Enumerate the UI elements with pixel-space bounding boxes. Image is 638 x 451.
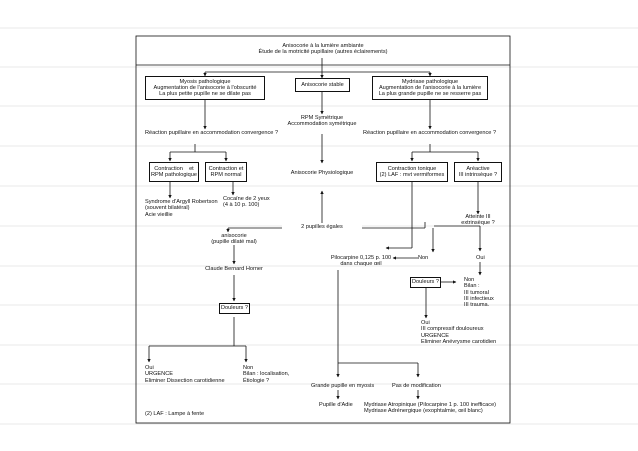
box-line: Contraction et	[154, 165, 194, 172]
label-line: Acie vieillie	[145, 211, 173, 218]
areactive-box: Aréactive III intrinsèque ?	[454, 162, 502, 182]
header-line-1: Anisocorie à la lumière ambiante	[282, 43, 364, 49]
label-line: III compressif douloureux	[421, 326, 484, 333]
argyll-label: Syndrome d'Argyll Robertson (souvent bil…	[145, 199, 218, 218]
label-line: URGENCE	[145, 371, 173, 378]
label-line: dans chaque œil	[340, 261, 382, 268]
box-line: Mydriase pathologique	[401, 78, 459, 85]
box-line: Aréactive	[466, 165, 490, 172]
box-line: Anisocorie stable	[301, 81, 344, 88]
pupille-adie-label: Pupille d'Adie	[319, 402, 353, 408]
douleurs-right-box: Douleurs ?	[410, 277, 441, 288]
non-mid-label: Non	[418, 255, 429, 261]
box-line: RPM pathologique	[150, 172, 198, 178]
frame	[135, 35, 511, 424]
label-line: Cocaïne de 2 yeux	[223, 196, 270, 202]
non-left-label: Non Bilan : localisation, Étiologie ?	[243, 365, 289, 384]
box-line: Myosis pathologique	[179, 78, 231, 85]
header-title: Anisocorie à la lumière ambiante Étude d…	[230, 43, 416, 56]
claude-bernard-label: Claude Bernard Horner	[205, 266, 263, 272]
label-line: Bilan :	[464, 283, 480, 290]
reaction-right-label: Réaction pupillaire en accommodation con…	[363, 130, 497, 136]
mydriase-atropinique-label: Mydriase Atropinique (Pilocarpine 1 p. 1…	[364, 402, 496, 415]
non-right-label: Non Bilan : III tumoral III infectieux I…	[464, 277, 494, 308]
label-line: III infectieux	[464, 295, 494, 302]
box-line: La plus grande pupille ne se resserre pa…	[378, 91, 482, 98]
label-line: Oui	[421, 320, 430, 326]
grande-pupille-label: Grande pupille en myosis	[311, 383, 375, 389]
cocaine-label: Cocaïne de 2 yeux (4 à 10 p. 100)	[223, 196, 270, 209]
oui-right-label: Oui III compressif douloureux URGENCE El…	[421, 320, 496, 345]
label-line: extrinsèque ?	[461, 220, 495, 227]
myosis-box: Myosis pathologique Augmentation de l'an…	[145, 76, 265, 100]
flow-arrows	[135, 35, 511, 424]
label-line: Atteinte III	[465, 214, 491, 220]
label-line: anisocorie	[221, 233, 247, 239]
header-line-2: Étude de la motricité pupillaire (autres…	[258, 49, 388, 56]
label-line: RPM Symétrique	[300, 115, 344, 121]
label-line: Accommodation symétrique	[287, 121, 357, 128]
contraction-tonique-box: Contraction tonique (2) LAF : mvt vermif…	[376, 162, 448, 182]
box-line: III intrinsèque ?	[458, 172, 498, 178]
mydriase-box: Mydriase pathologique Augmentation de l'…	[372, 76, 488, 100]
box-line: La plus petite pupille ne se dilate pas	[159, 91, 251, 98]
reaction-left-label: Réaction pupillaire en accommodation con…	[145, 130, 279, 136]
box-line: Contraction et	[208, 165, 244, 172]
pas-modification-label: Pas de modification	[392, 383, 441, 389]
oui-left-label: Oui URGENCE Eliminer Dissection carotidi…	[145, 365, 225, 384]
rpm-label: RPM Symétrique Accommodation symétrique	[278, 115, 366, 128]
box-line: Contraction tonique	[387, 165, 437, 172]
label-line: Bilan : localisation,	[243, 371, 290, 378]
label-line: Non	[464, 277, 475, 283]
physio-label: Anisocorie Physiologique	[290, 170, 354, 176]
label-line: (4 à 10 p. 100)	[223, 202, 260, 209]
box-line: Augmentation de l'anisocorie à l'obscuri…	[153, 84, 257, 91]
label-line: URGENCE	[421, 332, 449, 339]
box-line: Douleurs ?	[411, 279, 440, 286]
label-line: Pilocarpine 0,125 p. 100	[330, 255, 392, 261]
label-line: III trauma.	[464, 302, 490, 309]
label-line: Eliminer Dissection carotidienne	[145, 377, 225, 384]
label-line: Syndrome d'Argyll Robertson	[145, 199, 218, 205]
laf-footnote: (2) LAF : Lampe à fente	[145, 411, 205, 417]
label-line: III tumoral	[464, 289, 489, 296]
box-line: Augmentation de l'anisocorie à la lumièr…	[378, 84, 482, 91]
oui-mid-label: Oui	[476, 255, 485, 261]
anisocorie-label: anisocorie (pupille dilaté mal)	[200, 233, 268, 246]
pilocarpine-label: Pilocarpine 0,125 p. 100 dans chaque œil	[326, 255, 396, 268]
box-line: Douleurs ?	[220, 305, 249, 312]
box-line: (2) LAF : mvt vermiformes	[379, 172, 445, 178]
douleurs-left-box: Douleurs ?	[219, 303, 250, 314]
box-line: RPM normal	[210, 172, 242, 178]
contraction-normale-box: Contraction et RPM normal	[205, 162, 247, 182]
contraction-lente-box: Contraction et RPM pathologique	[149, 162, 199, 182]
stable-box: Anisocorie stable	[295, 78, 350, 92]
label-line: Eliminer Anévrysme carotidien	[421, 338, 497, 345]
label-line: Oui	[145, 365, 154, 371]
label-line: Non	[243, 365, 254, 371]
label-line: Étiologie ?	[243, 377, 270, 384]
label-line: (souvent bilatéral)	[145, 205, 190, 212]
label-line: Mydriase Atropinique (Pilocarpine 1 p. 1…	[364, 402, 497, 408]
atteinte-label: Atteinte III extrinsèque ?	[446, 214, 510, 227]
label-line: Mydriase Adrénergique (exophtalmie, œil …	[364, 408, 483, 415]
label-line: (pupille dilaté mal)	[211, 239, 257, 246]
pupilles-egales-label: 2 pupilles égales	[282, 224, 362, 231]
